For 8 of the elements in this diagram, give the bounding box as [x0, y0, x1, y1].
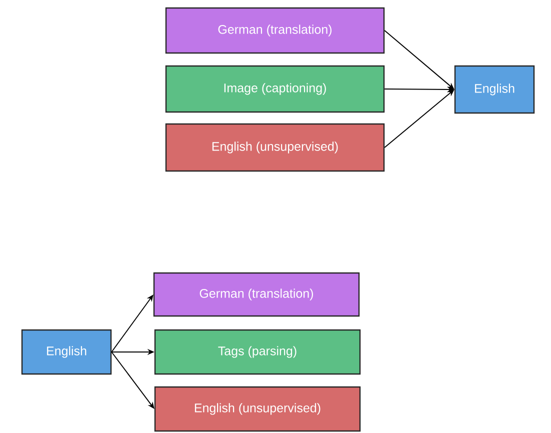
- label-box: English: [21, 329, 112, 375]
- label-box: English: [454, 65, 535, 114]
- label-box: English (unsupervised): [165, 123, 385, 172]
- label-box: German (translation): [165, 7, 385, 54]
- label-box: English (unsupervised): [154, 386, 361, 432]
- label-box: German (translation): [153, 272, 360, 317]
- label-box: Tags (parsing): [154, 329, 361, 375]
- label-box: Image (captioning): [165, 65, 385, 113]
